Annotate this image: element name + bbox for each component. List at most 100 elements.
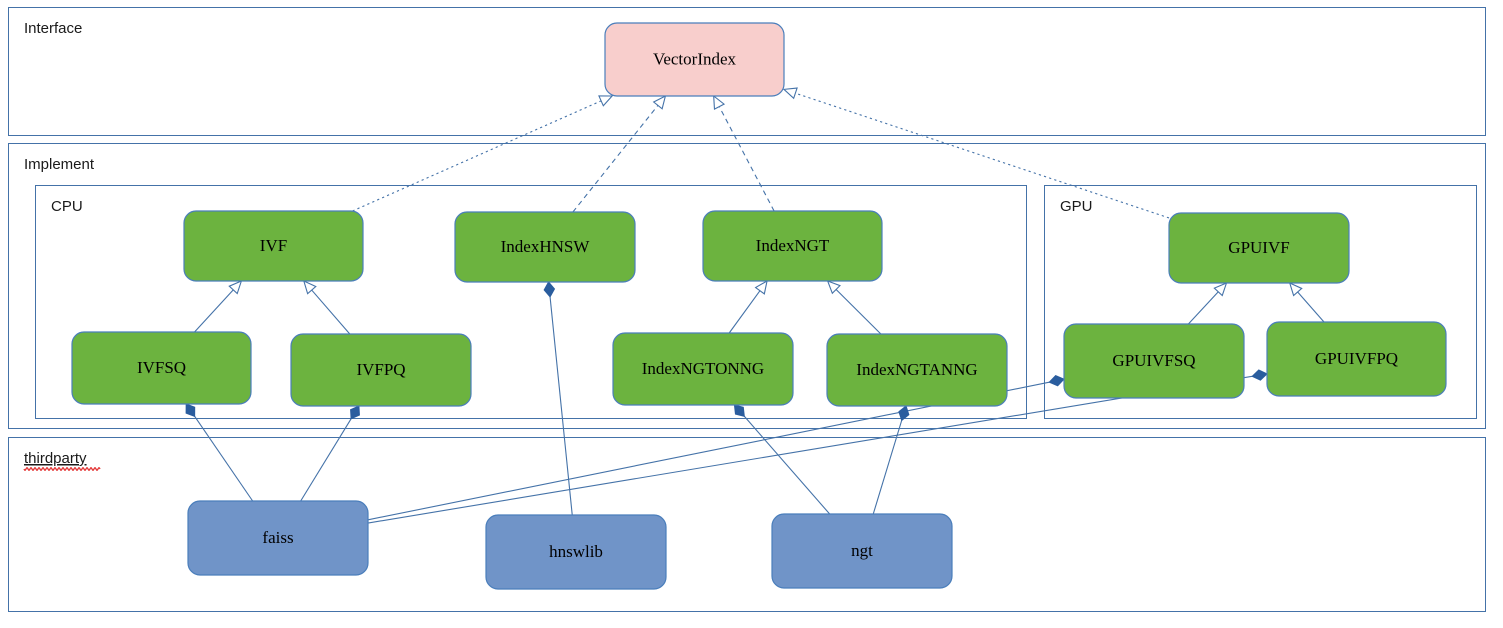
node-box-gpuivf[interactable] [1168, 212, 1350, 284]
edge-ivfpq-to-ivf [302, 279, 351, 335]
node-ivfsq[interactable]: IVFSQ [71, 331, 252, 405]
group-label-thirdparty: thirdparty [24, 450, 87, 467]
node-label-gpuivfsq: GPUIVFSQ [1112, 351, 1195, 370]
edge-indexngtonng-to-indexngt [728, 279, 768, 334]
edge-layer [185, 87, 1325, 524]
node-ivf[interactable]: IVF [183, 210, 364, 282]
node-faiss[interactable]: faiss [187, 500, 369, 576]
edge-gpuivfsq-to-gpuivf [1187, 282, 1228, 325]
node-gpuivf[interactable]: GPUIVF [1168, 212, 1350, 284]
edge-faiss-to-gpuivfpq [367, 369, 1268, 524]
node-label-indexngt: IndexNGT [756, 236, 830, 255]
edge-line [835, 289, 882, 335]
node-ivfpq[interactable]: IVFPQ [290, 333, 472, 407]
node-label-indexngtonng: IndexNGTONNG [642, 359, 764, 378]
edge-line [194, 416, 254, 502]
node-label-indexngtanng: IndexNGTANNG [856, 360, 977, 379]
node-box-faiss[interactable] [187, 500, 369, 576]
group-label-interface: Interface [24, 20, 82, 37]
node-box-gpuivfsq[interactable] [1063, 323, 1245, 399]
node-box-indexhnsw[interactable] [454, 211, 636, 283]
edge-hnswlib-to-indexhnsw [543, 281, 573, 516]
edge-ngt-to-indexngtonng [733, 404, 831, 515]
edge-line [311, 289, 351, 335]
node-box-indexngtonng[interactable] [612, 332, 794, 406]
edge-line [194, 289, 234, 333]
node-box-ivf[interactable] [183, 210, 364, 282]
edge-line [718, 106, 775, 212]
edge-head-filled-diamond [543, 281, 556, 298]
node-label-ivfpq: IVFPQ [356, 360, 405, 379]
edge-line [367, 375, 1253, 524]
edge-head-filled-diamond [185, 403, 196, 418]
node-box-ivfpq[interactable] [290, 333, 472, 407]
edge-head-hollow-triangle [1288, 281, 1303, 297]
node-label-vectorindex: VectorIndex [653, 49, 737, 68]
node-label-ngt: ngt [851, 541, 873, 560]
edge-line [300, 418, 352, 502]
edge-head-filled-diamond [350, 405, 360, 420]
node-gpuivfsq[interactable]: GPUIVFSQ [1063, 323, 1245, 399]
node-indexngtonng[interactable]: IndexNGTONNG [612, 332, 794, 406]
edge-ngt-to-indexngtanng [872, 405, 910, 515]
group-label-implement: Implement [24, 156, 95, 173]
node-hnswlib[interactable]: hnswlib [485, 514, 667, 590]
edge-line [352, 100, 602, 212]
node-label-ivf: IVF [260, 236, 287, 255]
spellcheck-underline-thirdparty [23, 467, 101, 471]
edge-line [743, 415, 831, 515]
edge-indexngtanng-to-indexngt [826, 280, 882, 335]
edge-line [1297, 291, 1325, 323]
edge-head-hollow-triangle [782, 87, 798, 100]
node-label-hnswlib: hnswlib [549, 542, 603, 561]
edge-indexhnsw-to-vectorindex [572, 94, 667, 213]
edge-head-hollow-triangle [302, 279, 317, 295]
edge-faiss-to-ivfsq [185, 403, 254, 502]
node-box-gpuivfpq[interactable] [1266, 321, 1447, 397]
node-indexngtanng[interactable]: IndexNGTANNG [826, 333, 1008, 407]
edge-gpuivf-to-vectorindex [782, 87, 1170, 219]
node-box-vectorindex[interactable] [604, 22, 785, 97]
edge-line [549, 296, 573, 516]
edge-head-hollow-triangle [598, 95, 614, 107]
edge-head-filled-diamond [1251, 369, 1268, 381]
edge-head-hollow-triangle [826, 280, 841, 295]
group-label-cpu: CPU [51, 198, 83, 215]
edge-line [872, 420, 903, 515]
node-box-indexngt[interactable] [702, 210, 883, 282]
node-box-hnswlib[interactable] [485, 514, 667, 590]
node-box-ivfsq[interactable] [71, 331, 252, 405]
edge-head-hollow-triangle [652, 94, 667, 110]
edge-ivfsq-to-ivf [194, 280, 243, 333]
node-gpuivfpq[interactable]: GPUIVFPQ [1266, 321, 1447, 397]
node-box-ngt[interactable] [771, 513, 953, 589]
edge-head-filled-diamond [733, 404, 745, 417]
node-indexhnsw[interactable]: IndexHNSW [454, 211, 636, 283]
edge-indexngt-to-vectorindex [713, 94, 775, 212]
edge-line [728, 290, 761, 334]
node-ngt[interactable]: ngt [771, 513, 953, 589]
edge-head-hollow-triangle [1213, 282, 1228, 297]
edge-faiss-to-ivfpq [300, 405, 360, 502]
node-vectorindex[interactable]: VectorIndex [604, 22, 785, 97]
node-box-indexngtanng[interactable] [826, 333, 1008, 407]
edge-line [572, 105, 659, 213]
node-label-faiss: faiss [262, 528, 293, 547]
edge-line [1187, 291, 1219, 325]
edge-ivf-to-vectorindex [352, 95, 614, 212]
node-label-gpuivfpq: GPUIVFPQ [1315, 349, 1398, 368]
edge-head-filled-diamond [898, 405, 910, 422]
edge-head-hollow-triangle [228, 280, 243, 295]
group-label-gpu: GPU [1060, 198, 1093, 215]
node-label-gpuivf: GPUIVF [1228, 238, 1289, 257]
edge-head-hollow-triangle [754, 279, 768, 295]
node-label-ivfsq: IVFSQ [137, 358, 186, 377]
edge-head-hollow-triangle [713, 94, 726, 111]
node-indexngt[interactable]: IndexNGT [702, 210, 883, 282]
edge-gpuivfpq-to-gpuivf [1288, 281, 1325, 323]
edge-head-filled-diamond [1048, 374, 1065, 387]
edge-line [795, 92, 1170, 219]
